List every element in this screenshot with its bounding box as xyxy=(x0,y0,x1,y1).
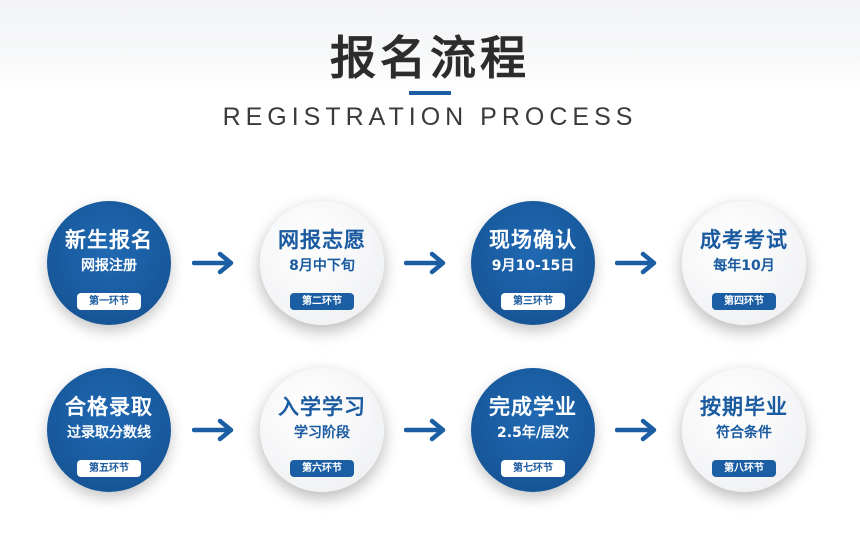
header-background xyxy=(0,0,860,92)
step-badge: 第八环节 xyxy=(712,460,776,477)
step-badge: 第四环节 xyxy=(712,293,776,310)
step-badge: 第六环节 xyxy=(290,460,354,477)
arrow-right-icon xyxy=(615,251,657,275)
step-title: 网报志愿 xyxy=(278,228,366,252)
arrow-right-icon xyxy=(404,251,446,275)
step-title: 现场确认 xyxy=(489,228,577,252)
step-detail: 学习阶段 xyxy=(294,425,350,441)
arrow-right-icon xyxy=(192,418,234,442)
step-detail: 符合条件 xyxy=(716,425,772,441)
step-4: 成考考试 每年10月 第四环节 xyxy=(682,201,806,325)
step-3: 现场确认 9月10-15日 第三环节 xyxy=(471,201,595,325)
title-underline xyxy=(409,91,451,95)
step-detail: 2.5年/层次 xyxy=(497,425,569,441)
step-badge: 第五环节 xyxy=(77,460,141,477)
step-badge: 第一环节 xyxy=(77,293,141,310)
step-badge: 第三环节 xyxy=(501,293,565,310)
step-detail: 9月10-15日 xyxy=(491,258,575,274)
step-2: 网报志愿 8月中下旬 第二环节 xyxy=(260,201,384,325)
step-8: 按期毕业 符合条件 第八环节 xyxy=(682,368,806,492)
page-subtitle: REGISTRATION PROCESS xyxy=(222,103,638,131)
step-detail: 每年10月 xyxy=(713,258,775,274)
step-title: 新生报名 xyxy=(65,228,153,252)
step-title: 完成学业 xyxy=(489,395,577,419)
step-detail: 过录取分数线 xyxy=(67,425,151,441)
arrow-right-icon xyxy=(404,418,446,442)
step-title: 合格录取 xyxy=(65,395,153,419)
step-5: 合格录取 过录取分数线 第五环节 xyxy=(47,368,171,492)
page-title: 报名流程 xyxy=(330,31,530,85)
step-title: 按期毕业 xyxy=(700,395,788,419)
step-badge: 第二环节 xyxy=(290,293,354,310)
step-6: 入学学习 学习阶段 第六环节 xyxy=(260,368,384,492)
step-badge: 第七环节 xyxy=(501,460,565,477)
arrow-right-icon xyxy=(192,251,234,275)
step-title: 入学学习 xyxy=(278,395,366,419)
step-detail: 8月中下旬 xyxy=(289,258,355,274)
step-1: 新生报名 网报注册 第一环节 xyxy=(47,201,171,325)
step-title: 成考考试 xyxy=(700,228,788,252)
step-7: 完成学业 2.5年/层次 第七环节 xyxy=(471,368,595,492)
arrow-right-icon xyxy=(615,418,657,442)
step-detail: 网报注册 xyxy=(81,258,137,274)
